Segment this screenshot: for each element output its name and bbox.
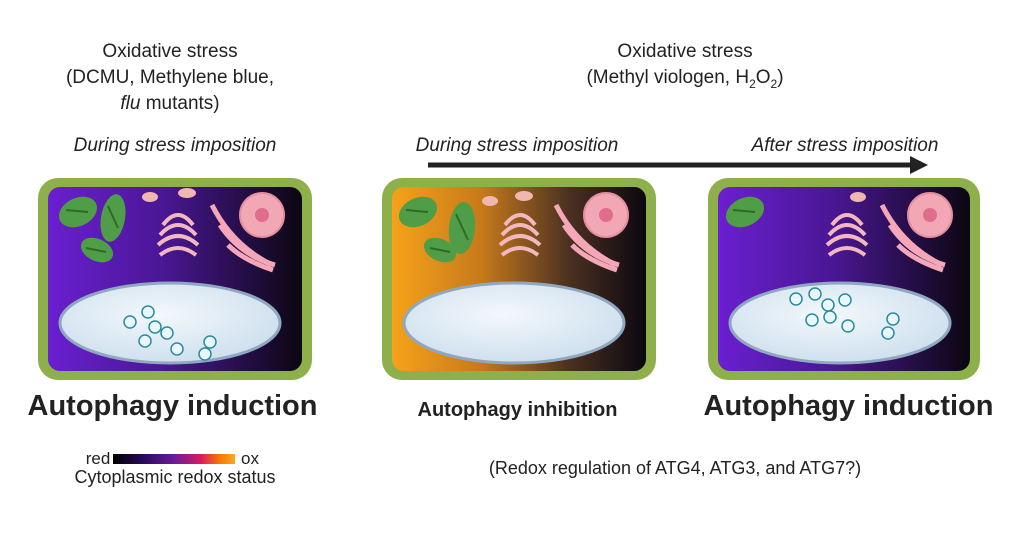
cell-right xyxy=(708,178,980,380)
time-arrow-head xyxy=(910,156,928,174)
cell-middle xyxy=(382,178,656,380)
autophagic-bodies-left xyxy=(123,305,217,361)
left-outcome-label: Autophagy induction xyxy=(27,390,318,422)
right-title-line2: (Methyl viologen, H2O2) xyxy=(545,66,825,96)
mutants-label: mutants) xyxy=(140,93,220,114)
middle-outcome-label: Autophagy inhibition xyxy=(417,399,618,421)
left-title-line3: flu mutants) xyxy=(60,92,280,116)
sub-2b: 2 xyxy=(770,76,778,91)
right-title-o: O xyxy=(755,67,771,88)
golgi-left xyxy=(156,213,200,257)
right-title-line1: Oxidative stress xyxy=(617,41,753,62)
golgi-right xyxy=(825,213,869,257)
redox-regulation-note: (Redox regulation of ATG4, ATG3, and ATG… xyxy=(488,458,862,478)
legend-caption: Cytoplasmic redox status xyxy=(74,467,276,487)
left-title-line2: (DCMU, Methylene blue, xyxy=(65,67,275,88)
sub-2a: 2 xyxy=(749,76,756,91)
vacuole-left xyxy=(58,281,282,365)
er-right xyxy=(879,203,946,273)
right-phase-after: After stress imposition xyxy=(751,135,939,156)
chloroplast-group-left xyxy=(58,194,126,263)
legend-red-label: red xyxy=(85,449,111,468)
left-phase-label: During stress imposition xyxy=(73,135,277,156)
autophagic-bodies-right xyxy=(789,287,900,340)
er-left xyxy=(209,203,276,273)
golgi-middle xyxy=(498,213,542,257)
right-outcome-label: Autophagy induction xyxy=(703,390,994,422)
right-title-prefix: (Methyl viologen, H xyxy=(586,67,750,88)
legend-ox-label: ox xyxy=(241,449,259,468)
vacuole-right xyxy=(728,281,952,365)
vacuole-middle xyxy=(402,281,626,365)
right-phase-during: During stress imposition xyxy=(415,135,619,156)
cell-left xyxy=(38,178,312,380)
right-title-suffix: ) xyxy=(777,67,784,88)
er-middle xyxy=(553,203,620,273)
left-title-line1: Oxidative stress xyxy=(102,41,238,62)
redox-gradient-bar xyxy=(113,454,235,464)
chloroplast-group-middle xyxy=(398,196,476,263)
chloroplast-group-right xyxy=(725,196,765,228)
flu-label: flu xyxy=(120,93,141,114)
